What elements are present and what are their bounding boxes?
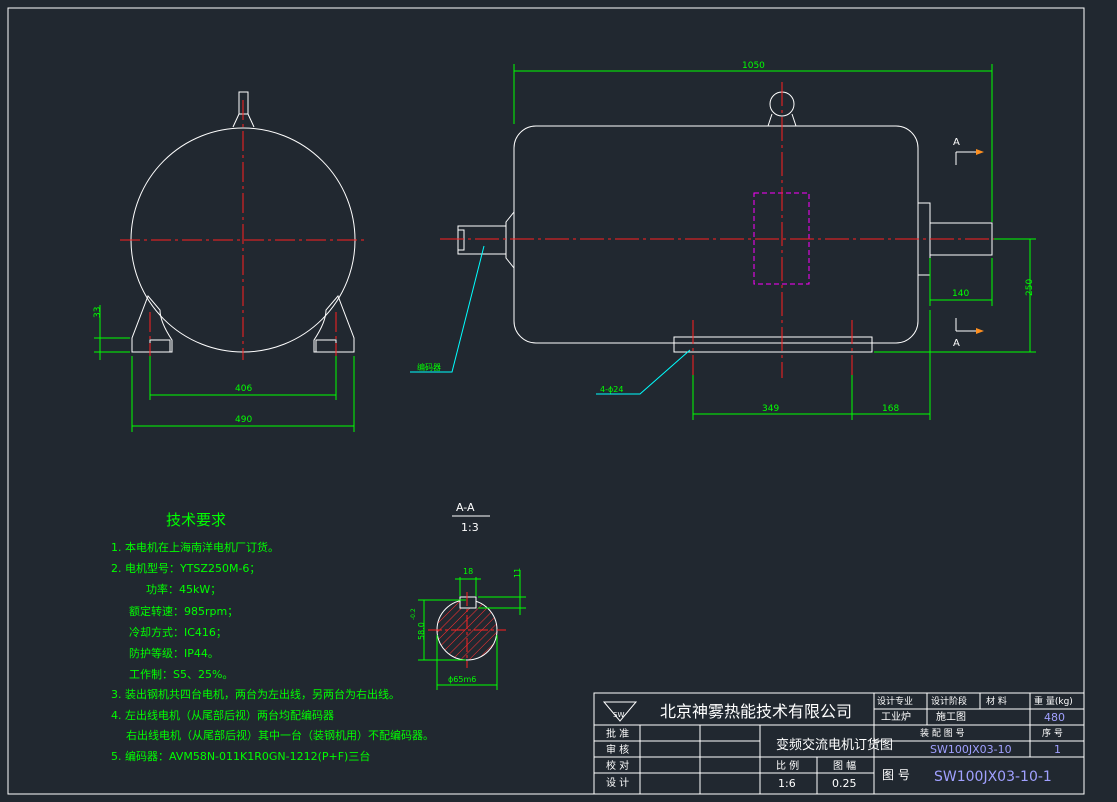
note-line: 工作制：S5、25%。 — [129, 668, 233, 681]
front-dimensions — [94, 305, 355, 432]
section-dimensions — [418, 570, 526, 690]
dim-11: 11 — [513, 568, 522, 578]
note-line: 2. 电机型号：YTSZ250M-6； — [111, 561, 260, 575]
seq-no: 1 — [1054, 743, 1061, 756]
dim-349: 349 — [762, 404, 779, 414]
role-check: 校 对 — [606, 759, 629, 772]
dim-65: ϕ65m6 — [448, 675, 476, 684]
holes-label: 4-ϕ24 — [600, 385, 623, 394]
drawing-border — [7, 7, 1085, 795]
dim-406: 406 — [235, 384, 252, 394]
header-material: 材 料 — [986, 695, 1007, 707]
sheet-value: 0.25 — [832, 777, 857, 790]
sheet-label: 图 幅 — [833, 759, 856, 772]
notes-title: 技术要求 — [166, 511, 226, 529]
scale-label: 比 例 — [776, 759, 799, 772]
side-dimensions — [513, 64, 1036, 420]
dim-140: 140 — [952, 289, 969, 299]
drawing-no: SW100JX03-10-1 — [934, 769, 1052, 785]
side-centerlines — [440, 82, 1010, 378]
weight-value: 480 — [1044, 711, 1065, 724]
keyway — [459, 596, 477, 609]
dim-250: 250 — [1025, 279, 1035, 296]
encoder-cap — [457, 229, 465, 251]
section-title: A-A — [456, 501, 475, 514]
note-line: 右出线电机（从尾部后视）其中一台（装钢机用）不配编码器。 — [126, 728, 434, 742]
title-block — [593, 692, 1085, 795]
header-weight: 重 量(kg) — [1034, 695, 1073, 707]
base-plate — [673, 336, 873, 353]
dim-168: 168 — [882, 404, 899, 414]
drawing-name: 变频交流电机订货图 — [776, 737, 893, 753]
role-review: 审 核 — [606, 743, 629, 756]
dim-18: 18 — [463, 567, 473, 576]
dim-58-tol: -0.2 — [410, 608, 417, 620]
dim-490: 490 — [235, 415, 252, 425]
scale-value: 1:6 — [778, 777, 796, 790]
role-approve: 批 准 — [606, 727, 629, 740]
dim-58: 58.0 — [417, 622, 426, 640]
assembly-label: 装 配 图 号 — [920, 727, 965, 739]
side-view — [457, 91, 993, 353]
left-foot — [131, 295, 173, 353]
leaders — [410, 245, 691, 395]
assembly-no: SW100JX03-10 — [930, 743, 1012, 756]
lifting-eye-base — [767, 113, 797, 127]
front-centerlines — [120, 100, 368, 360]
section-mark-a-bottom: A — [953, 338, 960, 349]
dept: 工业炉 — [881, 711, 911, 723]
section-centerlines — [428, 592, 506, 668]
section-mark-a-top: A — [953, 137, 960, 148]
note-line: 5. 编码器：AVM58N-011K1R0GN-1212(P+F)三台 — [111, 749, 370, 763]
company-name: 北京神雾热能技术有限公司 — [660, 702, 852, 721]
role-design: 设 计 — [606, 776, 629, 789]
dim-1050: 1050 — [742, 61, 765, 71]
note-line: 1. 本电机在上海南洋电机厂订货。 — [111, 540, 279, 554]
logo-text: SW — [613, 711, 624, 719]
header-design-stage: 设计阶段 — [931, 695, 967, 707]
note-line: 4. 左出线电机（从尾部后视）两台均配编码器 — [111, 708, 334, 722]
motor-body — [513, 125, 919, 344]
encoder-label: 编码器 — [417, 362, 441, 372]
stage: 施工图 — [936, 710, 966, 723]
note-line: 冷却方式：IC416； — [129, 625, 227, 639]
company-logo: SW — [602, 701, 638, 722]
header-design-unit: 设计专业 — [877, 695, 913, 707]
right-foot-pad — [315, 339, 337, 353]
section-markers — [955, 149, 984, 334]
seq-label: 序 号 — [1042, 727, 1063, 739]
drawing-no-label: 图 号 — [882, 768, 910, 782]
technical-notes: 技术要求 1. 本电机在上海南洋电机厂订货。 2. 电机型号：YTSZ250M-… — [111, 511, 434, 763]
dim-33: 33 — [93, 307, 103, 318]
note-line: 功率：45kW； — [146, 582, 221, 596]
note-line: 防护等级：IP44。 — [129, 646, 219, 660]
encoder-mount — [505, 210, 515, 270]
note-line: 3. 装出钢机共四台电机，两台为左出线，另两台为右出线。 — [111, 687, 400, 701]
note-line: 额定转速：985rpm； — [129, 604, 238, 618]
right-foot — [313, 295, 355, 353]
encoder-body — [457, 225, 507, 255]
left-foot-pad — [149, 339, 171, 353]
section-scale: 1:3 — [461, 521, 479, 534]
